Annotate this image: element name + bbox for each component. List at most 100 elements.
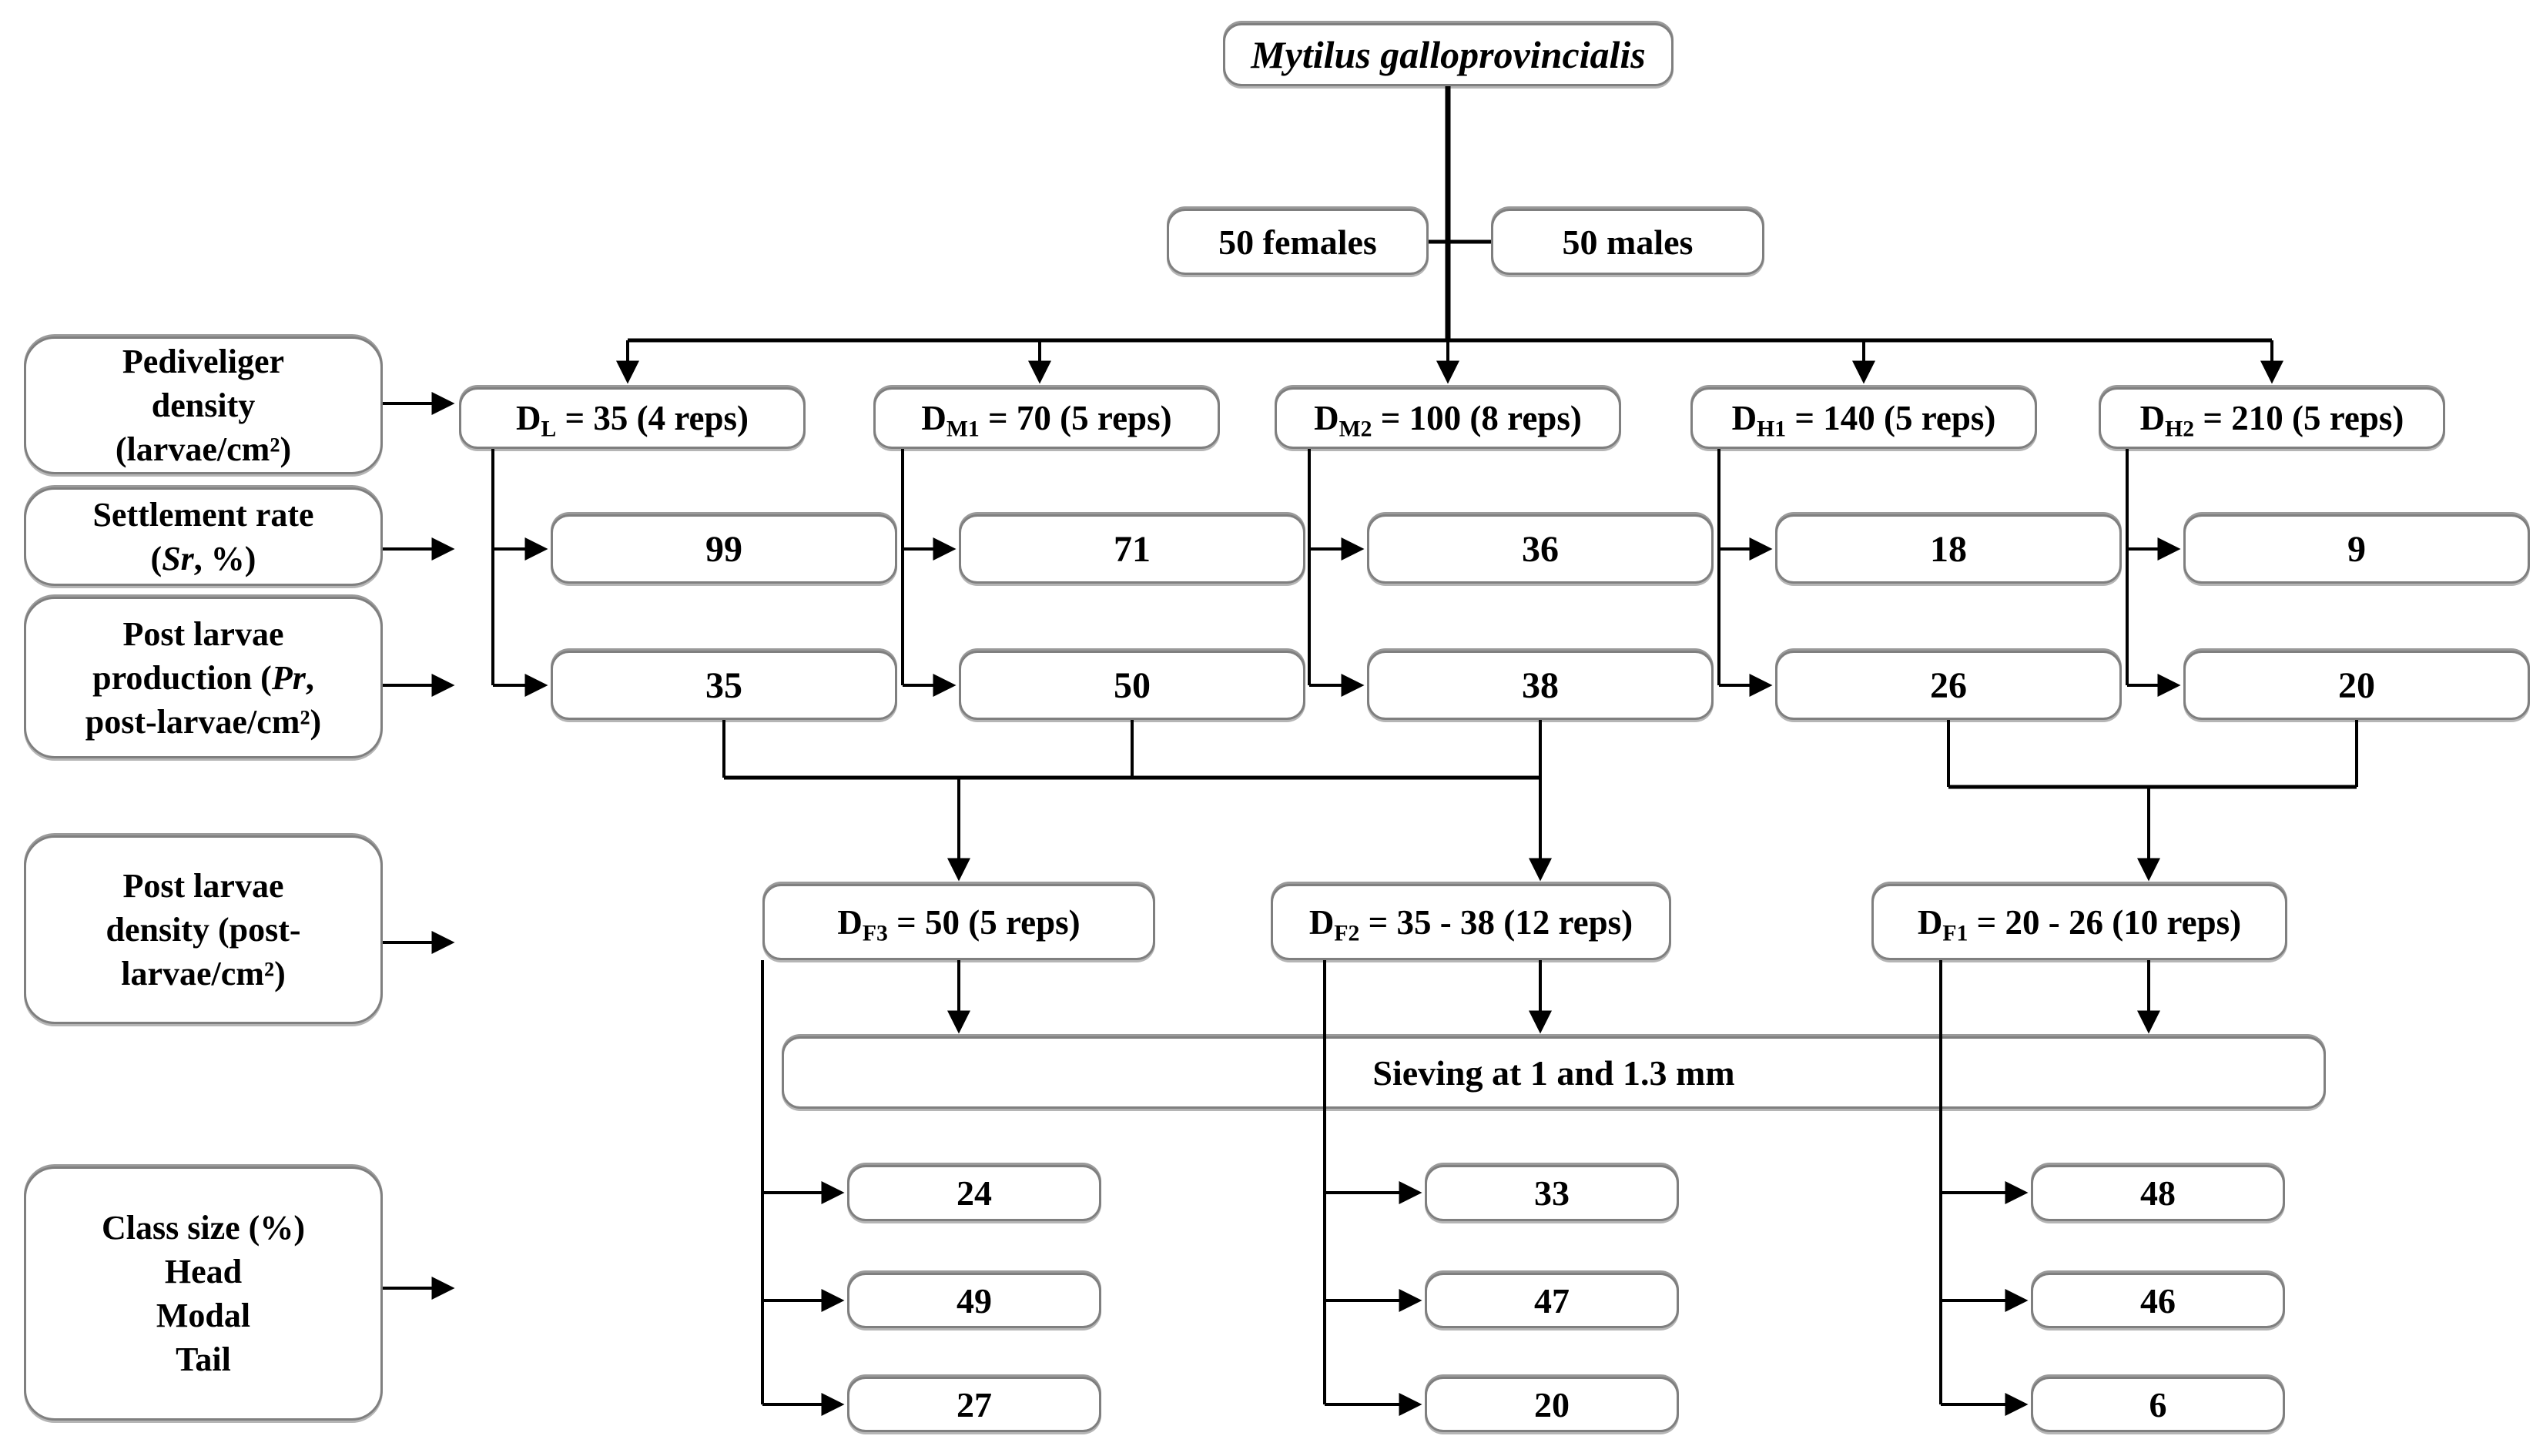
class-box-c1-tail: 27 [847, 1377, 1101, 1432]
class-box-c1-modal: 49 [847, 1273, 1101, 1328]
class-size-line3: Modal [156, 1297, 251, 1334]
species-title: Mytilus galloprovincialis [1251, 33, 1646, 76]
class-box-c3-tail: 6 [2031, 1377, 2285, 1432]
dl-prefix: D [515, 399, 541, 437]
settlement-value-1: 99 [705, 528, 742, 570]
dh1-subscript: H1 [1757, 417, 1787, 442]
class-box-c3-head: 48 [2031, 1165, 2285, 1221]
settlement-value-box-5: 9 [2183, 514, 2530, 584]
dh2-prefix: D [2139, 399, 2166, 437]
class-c3-head-value: 48 [2140, 1173, 2176, 1213]
class-size-line4: Tail [176, 1341, 231, 1378]
production-value-5: 20 [2338, 664, 2375, 706]
production-line1: Post larvae [122, 614, 284, 653]
density-box-dm2: DM2 = 100 (8 reps) [1275, 387, 1621, 449]
sieving-label: Sieving at 1 and 1.3 mm [1372, 1053, 1735, 1093]
class-box-c1-head: 24 [847, 1165, 1101, 1221]
dl-rest: = 35 (4 reps) [556, 399, 749, 437]
side-label-settlement-rate: Settlement rate (Sr, %) [24, 487, 383, 586]
dh2-subscript: H2 [2165, 417, 2195, 442]
pediveliger-line2: density [151, 387, 256, 424]
pl-density-line2: density (post- [106, 911, 301, 949]
settlement-value-2: 71 [1114, 528, 1151, 570]
settlement-line2-pre: ( [150, 540, 162, 577]
class-box-c3-modal: 46 [2031, 1273, 2285, 1328]
production-value-box-2: 50 [959, 651, 1305, 720]
class-c3-tail-value: 6 [2149, 1384, 2167, 1424]
pediveliger-line3: (larvae/cm²) [115, 430, 292, 468]
side-label-class-size: Class size (%) Head Modal Tail [24, 1166, 383, 1421]
production-line2-pre: production ( [92, 658, 272, 697]
class-size-line1: Class size (%) [102, 1209, 305, 1247]
production-value-box-3: 38 [1367, 651, 1714, 720]
pl-density-line1: Post larvae [122, 867, 284, 905]
df1-prefix: D [1917, 902, 1943, 942]
production-value-box-4: 26 [1775, 651, 2122, 720]
density-box-dh1: DH1 = 140 (5 reps) [1690, 387, 2037, 449]
settlement-value-box-1: 99 [551, 514, 897, 584]
production-value-box-5: 20 [2183, 651, 2530, 720]
class-c1-head-value: 24 [957, 1173, 992, 1213]
df3-rest: = 50 (5 reps) [887, 902, 1081, 942]
settlement-line1: Settlement rate [92, 496, 314, 534]
class-size-line2: Head [164, 1253, 243, 1290]
df3-subscript: F3 [862, 920, 888, 946]
df2-rest: = 35 - 38 (12 reps) [1359, 902, 1633, 942]
density-box-dm1: DM1 = 70 (5 reps) [873, 387, 1220, 449]
production-line3: post-larvae/cm²) [85, 702, 322, 741]
settlement-value-3: 36 [1522, 528, 1559, 570]
class-c1-modal-value: 49 [957, 1280, 992, 1320]
dh1-rest: = 140 (5 reps) [1786, 399, 1996, 437]
settlement-value-4: 18 [1930, 528, 1967, 570]
production-value-2: 50 [1114, 664, 1151, 706]
dm2-rest: = 100 (8 reps) [1372, 399, 1582, 437]
dm1-rest: = 70 (5 reps) [979, 399, 1172, 437]
production-value-1: 35 [705, 664, 742, 706]
production-value-4: 26 [1930, 664, 1967, 706]
production-value-3: 38 [1522, 664, 1559, 706]
production-pr-italic: Pr [271, 658, 306, 697]
class-c2-head-value: 33 [1534, 1173, 1570, 1213]
settlement-value-box-2: 71 [959, 514, 1305, 584]
class-c2-modal-value: 47 [1534, 1280, 1570, 1320]
species-title-box: Mytilus galloprovincialis [1223, 23, 1674, 86]
pediveliger-line1: Pediveliger [122, 343, 285, 380]
density-box-dh2: DH2 = 210 (5 reps) [2099, 387, 2445, 449]
dm1-subscript: M1 [946, 417, 980, 442]
females-box: 50 females [1167, 209, 1429, 275]
class-box-c2-head: 33 [1425, 1165, 1679, 1221]
density-box-dl: DL = 35 (4 reps) [459, 387, 806, 449]
fusion-box-df2: DF2 = 35 - 38 (12 reps) [1271, 884, 1671, 960]
class-c3-modal-value: 46 [2140, 1280, 2176, 1320]
females-label: 50 females [1218, 222, 1377, 262]
dm2-prefix: D [1314, 399, 1339, 437]
dm1-prefix: D [921, 399, 947, 437]
class-box-c2-modal: 47 [1425, 1273, 1679, 1328]
settlement-value-box-4: 18 [1775, 514, 2122, 584]
df1-rest: = 20 - 26 (10 reps) [1968, 902, 2242, 942]
fusion-box-df3: DF3 = 50 (5 reps) [762, 884, 1155, 960]
settlement-sr-italic: Sr [162, 540, 194, 577]
dh1-prefix: D [1731, 399, 1757, 437]
sieving-box: Sieving at 1 and 1.3 mm [782, 1036, 2326, 1109]
settlement-value-5: 9 [2347, 528, 2366, 570]
settlement-line2-post: , %) [193, 540, 256, 577]
side-label-pediveliger-density: Pediveliger density (larvae/cm²) [24, 336, 383, 474]
males-label: 50 males [1562, 222, 1694, 262]
side-label-postlarvae-production: Post larvae production (Pr, post-larvae/… [24, 597, 383, 758]
production-value-box-1: 35 [551, 651, 897, 720]
df1-subscript: F1 [1942, 920, 1968, 946]
production-line2-post: , [305, 658, 314, 697]
class-c1-tail-value: 27 [957, 1384, 992, 1424]
df2-prefix: D [1308, 902, 1335, 942]
dh2-rest: = 210 (5 reps) [2194, 399, 2404, 437]
pl-density-line3: larvae/cm²) [121, 955, 286, 992]
side-label-postlarvae-density: Post larvae density (post- larvae/cm²) [24, 835, 383, 1024]
df3-prefix: D [837, 902, 863, 942]
males-box: 50 males [1491, 209, 1764, 275]
class-box-c2-tail: 20 [1425, 1377, 1679, 1432]
fusion-box-df1: DF1 = 20 - 26 (10 reps) [1871, 884, 2287, 960]
dm2-subscript: M2 [1339, 417, 1372, 442]
df2-subscript: F2 [1334, 920, 1360, 946]
